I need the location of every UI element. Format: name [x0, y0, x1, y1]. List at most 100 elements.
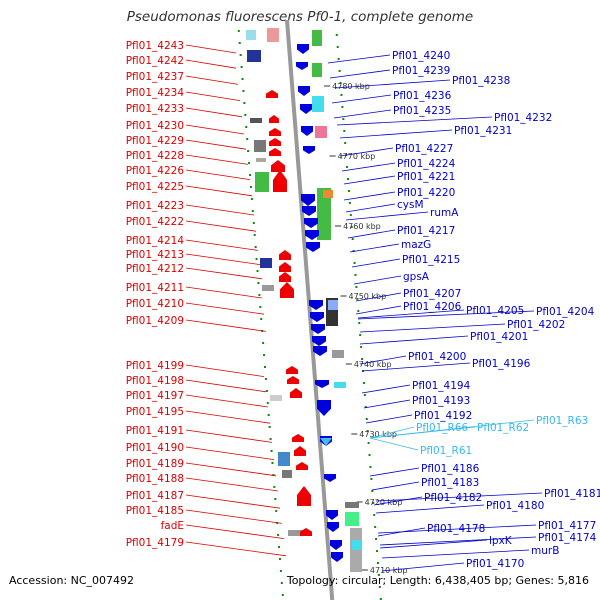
right-gene-label: lpxK: [489, 535, 513, 547]
left-tick-mark: [260, 318, 263, 320]
gene-block: [254, 140, 266, 152]
left-tick-mark: [247, 150, 250, 152]
right-tick-mark: [366, 430, 369, 432]
right-gene-label: gpsA: [403, 271, 430, 283]
ruler-label: 4730 kbp: [359, 430, 397, 439]
gene-arrow-right: [304, 218, 318, 228]
right-gene-label: cysM: [397, 199, 424, 211]
right-leader-line: [373, 496, 423, 506]
left-gene-label: Pfl01_4222: [126, 216, 184, 228]
right-leader-line: [333, 109, 392, 119]
left-gene-label: Pfl01_4179: [126, 537, 184, 549]
right-leader-line: [365, 414, 413, 424]
right-leader-line: [371, 481, 420, 491]
left-tick-mark: [257, 282, 260, 284]
right-gene-label: Pfl01_4231: [454, 125, 512, 137]
left-gene-label: Pfl01_4243: [126, 40, 184, 52]
left-leader-line: [185, 302, 265, 315]
right-tick-mark: [338, 70, 341, 72]
gene-block: [250, 118, 262, 123]
gene-block: [288, 530, 302, 536]
gene-block: [352, 540, 362, 550]
gene-arrow-left: [266, 90, 278, 98]
gene-arrow-left: [279, 250, 291, 260]
left-tick-mark: [264, 378, 267, 380]
right-leader-line: [343, 191, 396, 201]
ruler-label: 4750 kbp: [349, 292, 387, 301]
map-title: Pseudomonas fluorescens Pf0-1, complete …: [126, 9, 474, 25]
right-leader-line: [375, 492, 543, 502]
left-leader-line: [185, 220, 257, 232]
left-gene-label: Pfl01_4190: [126, 442, 184, 454]
gene-arrow-left: [269, 138, 281, 146]
right-leader-line: [334, 79, 451, 89]
right-leader-line: [363, 399, 411, 409]
gene-arrow-left: [273, 170, 287, 192]
right-leader-line: [347, 229, 396, 239]
gene-block: [256, 158, 266, 162]
left-leader-line: [185, 267, 263, 280]
left-leader-line: [185, 524, 285, 539]
left-tick-mark: [253, 234, 256, 236]
left-tick-mark: [248, 162, 251, 164]
right-leader-line: [375, 504, 485, 514]
right-gene-label: Pfl01_4182: [424, 492, 482, 504]
right-tick-mark: [348, 202, 351, 204]
left-leader-line: [185, 59, 237, 69]
left-leader-line: [185, 379, 267, 393]
gene-arrow-right: [326, 510, 338, 520]
left-tick-mark: [277, 534, 280, 536]
left-gene-label: Pfl01_4197: [126, 390, 184, 402]
right-leader-line: [355, 292, 402, 302]
right-gene-label: Pfl01_4202: [507, 319, 565, 331]
left-gene-label: Pfl01_4214: [126, 235, 185, 247]
right-gene-label: Pfl01_4200: [408, 351, 466, 363]
right-tick-mark: [379, 598, 382, 600]
rna-leader-line: [369, 426, 415, 439]
left-leader-line: [185, 204, 255, 216]
right-gene-label: Pfl01_4181: [544, 488, 600, 500]
right-leader-line: [349, 243, 400, 253]
left-gene-label: Pfl01_4187: [126, 490, 184, 502]
right-gene-label: Pfl01_4215: [402, 254, 460, 266]
right-tick-mark: [341, 106, 344, 108]
right-gene-label: Pfl01_4192: [414, 410, 472, 422]
right-tick-mark: [339, 82, 342, 84]
gene-arrow-left: [279, 272, 291, 282]
right-tick-mark: [343, 130, 346, 132]
gene-arrow-right: [298, 86, 310, 96]
right-gene-label: Pfl01_4180: [486, 500, 544, 512]
gene-block: [323, 190, 333, 198]
genome-backbone: [285, 19, 335, 600]
right-leader-line: [353, 275, 402, 285]
left-tick-mark: [275, 510, 278, 512]
left-tick-mark: [243, 102, 246, 104]
right-gene-label: Pfl01_4239: [392, 65, 450, 77]
right-tick-mark: [369, 466, 372, 468]
right-tick-mark: [367, 442, 370, 444]
left-leader-line: [185, 509, 283, 524]
ruler-label: 4720 kbp: [365, 498, 403, 507]
left-gene-label: Pfl01_4185: [126, 505, 184, 517]
right-leader-line: [355, 305, 402, 315]
left-tick-mark: [266, 402, 269, 404]
right-leader-line: [339, 147, 394, 157]
right-leader-line: [381, 562, 465, 572]
right-leader-line: [327, 54, 391, 64]
right-tick-mark: [337, 58, 340, 60]
right-leader-line: [359, 355, 407, 365]
gene-block: [317, 188, 331, 240]
right-gene-label: Pfl01_4205: [466, 305, 524, 317]
right-tick-mark: [352, 250, 355, 252]
gene-block: [247, 50, 261, 62]
right-gene-label: murB: [531, 545, 559, 557]
left-tick-mark: [280, 582, 283, 584]
right-leader-line: [336, 116, 493, 126]
gene-arrow-left: [296, 462, 308, 470]
right-tick-mark: [342, 118, 345, 120]
accession-text: Accession: NC_007492: [9, 574, 135, 587]
gene-arrow-right: [296, 62, 308, 70]
right-leader-line: [339, 129, 453, 139]
right-gene-label: Pfl01_4196: [472, 358, 531, 370]
left-leader-line: [185, 446, 275, 460]
